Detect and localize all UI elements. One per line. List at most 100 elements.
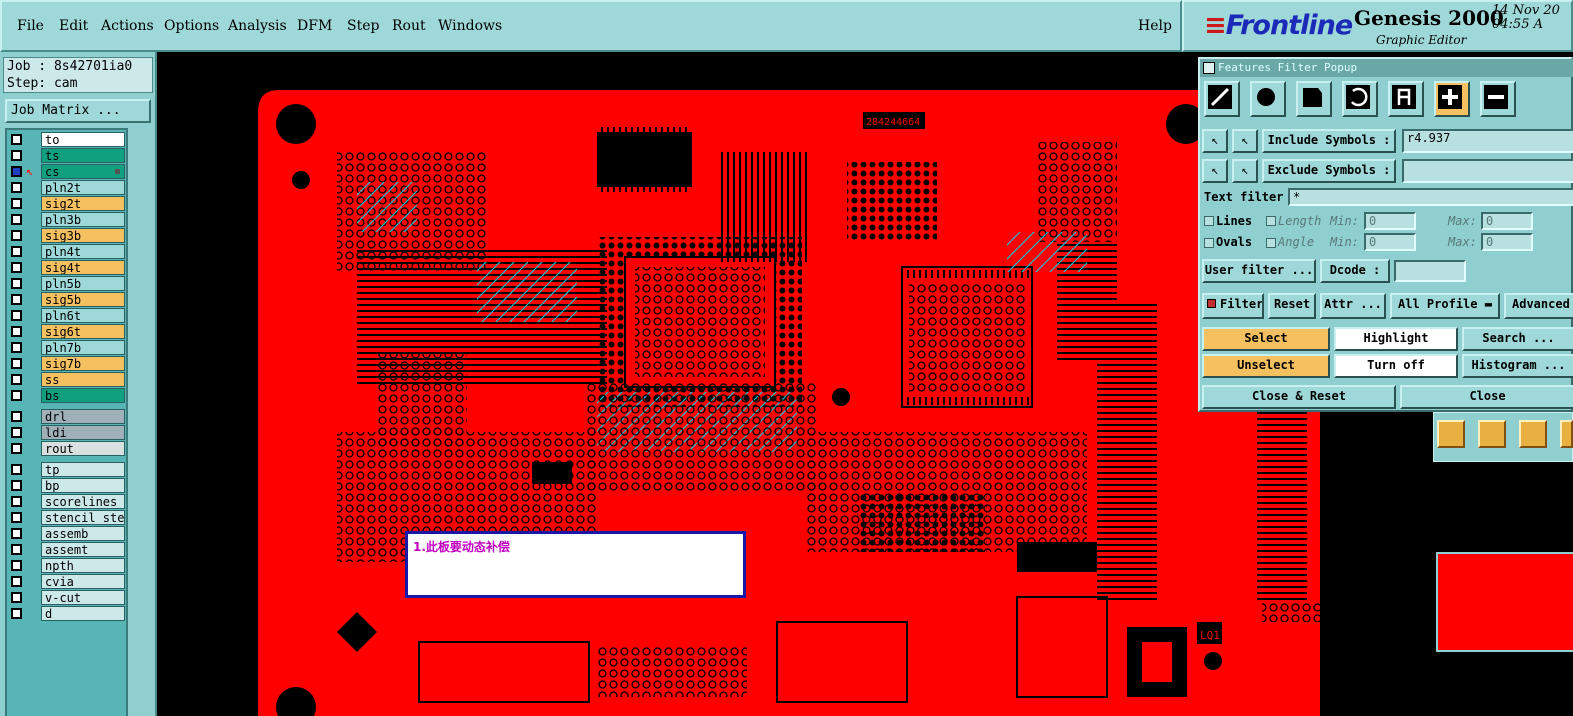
layer-label[interactable]: ss	[41, 372, 125, 387]
layer-checkbox[interactable]	[11, 134, 22, 145]
layer-label[interactable]: sig2t	[41, 196, 125, 211]
layer-checkbox[interactable]	[11, 294, 22, 305]
layer-checkbox[interactable]	[11, 512, 22, 523]
layer-label[interactable]: d	[41, 606, 125, 621]
layer-checkbox[interactable]	[11, 198, 22, 209]
close-button[interactable]: Close	[1400, 385, 1573, 409]
layer-checkbox[interactable]	[11, 592, 22, 603]
positive-polarity-button[interactable]	[1434, 81, 1470, 117]
layer-row[interactable]: assemb	[9, 526, 127, 541]
layer-row[interactable]: bp	[9, 478, 127, 493]
user-filter-button[interactable]: User filter ...	[1202, 259, 1316, 283]
pick-arrow-tool-icon[interactable]	[1478, 420, 1506, 448]
layer-checkbox[interactable]	[11, 464, 22, 475]
text-filter-field[interactable]: *	[1288, 188, 1573, 206]
menu-file[interactable]: File	[17, 18, 44, 34]
ovals-checkbox[interactable]	[1204, 238, 1214, 248]
layer-row[interactable]: pln5b	[9, 276, 127, 291]
attr-button[interactable]: Attr ...	[1320, 293, 1386, 319]
menu-step[interactable]: Step	[347, 18, 380, 34]
layer-row[interactable]: stencil_step	[9, 510, 127, 525]
layer-checkbox[interactable]	[11, 230, 22, 241]
menu-analysis[interactable]: Analysis	[228, 18, 287, 34]
reset-button[interactable]: Reset	[1268, 293, 1316, 319]
exclude-pick-all-button[interactable]: ↖	[1232, 159, 1258, 183]
histogram-button[interactable]: Histogram ...	[1462, 354, 1573, 378]
search-button[interactable]: Search ...	[1462, 327, 1573, 351]
layer-row[interactable]: v-cut	[9, 590, 127, 605]
layer-row[interactable]: tp	[9, 462, 127, 477]
layer-checkbox[interactable]	[11, 374, 22, 385]
layer-label[interactable]: v-cut	[41, 590, 125, 605]
layer-label[interactable]: sig4t	[41, 260, 125, 275]
length-max-field[interactable]: 0	[1481, 212, 1533, 230]
layer-checkbox[interactable]	[11, 150, 22, 161]
layer-label[interactable]: rout	[41, 441, 125, 456]
menu-options[interactable]: Options	[164, 18, 220, 34]
turn-off-button[interactable]: Turn off	[1334, 354, 1458, 378]
layer-label[interactable]: to	[41, 132, 125, 147]
layer-label[interactable]: pln3b	[41, 212, 125, 227]
menu-actions[interactable]: Actions	[101, 18, 154, 34]
layer-checkbox[interactable]	[11, 443, 22, 454]
layer-label[interactable]: assemt	[41, 542, 125, 557]
layer-label[interactable]: pln7b	[41, 340, 125, 355]
layer-row[interactable]: bs	[9, 388, 127, 403]
layer-checkbox[interactable]	[11, 278, 22, 289]
layer-label[interactable]: sig7b	[41, 356, 125, 371]
layer-row[interactable]: sig4t	[9, 260, 127, 275]
layer-label[interactable]: cvia	[41, 574, 125, 589]
layer-row[interactable]: pln3b	[9, 212, 127, 227]
layer-label[interactable]: tp	[41, 462, 125, 477]
graphic-canvas[interactable]: LQ1 284244664	[157, 52, 1333, 716]
layer-row[interactable]: pln7b	[9, 340, 127, 355]
layer-row[interactable]: ts	[9, 148, 127, 163]
layer-row[interactable]: sig6t	[9, 324, 127, 339]
include-symbols-field[interactable]: r4.937	[1402, 129, 1573, 153]
menu-help[interactable]: Help	[1138, 18, 1172, 34]
close-reset-button[interactable]: Close & Reset	[1202, 385, 1396, 409]
layer-checkbox[interactable]	[11, 480, 22, 491]
include-pick-button[interactable]: ↖	[1202, 129, 1228, 153]
surface-feature-button[interactable]	[1296, 81, 1332, 117]
arc-feature-button[interactable]	[1342, 81, 1378, 117]
layer-label[interactable]: bs	[41, 388, 125, 403]
layer-label[interactable]: npth	[41, 558, 125, 573]
layer-checkbox[interactable]	[11, 358, 22, 369]
layer-row[interactable]: sig2t	[9, 196, 127, 211]
layer-label[interactable]: drl	[41, 409, 125, 424]
layer-checkbox[interactable]	[11, 310, 22, 321]
layer-label[interactable]: pln2t	[41, 180, 125, 195]
layer-label[interactable]: assemb	[41, 526, 125, 541]
layer-row[interactable]: ldi	[9, 425, 127, 440]
layer-row[interactable]: ↖cs	[9, 164, 127, 179]
exclude-symbols-button[interactable]: Exclude Symbols :	[1262, 159, 1396, 183]
include-symbols-button[interactable]: Include Symbols :	[1262, 129, 1396, 153]
unselect-button[interactable]: Unselect	[1202, 354, 1330, 378]
layer-checkbox[interactable]	[11, 576, 22, 587]
length-min-field[interactable]: 0	[1364, 212, 1416, 230]
menu-windows[interactable]: Windows	[438, 18, 503, 34]
annotation-note[interactable]: 1.此板要动态补偿	[405, 531, 746, 598]
layer-row[interactable]: sig3b	[9, 228, 127, 243]
select-button[interactable]: Select	[1202, 327, 1330, 351]
angle-checkbox[interactable]	[1266, 238, 1276, 248]
advanced-button[interactable]: Advanced	[1504, 293, 1573, 319]
layer-row[interactable]: sig7b	[9, 356, 127, 371]
overview-panel[interactable]	[1436, 552, 1573, 652]
exclude-pick-button[interactable]: ↖	[1202, 159, 1228, 183]
negative-polarity-button[interactable]	[1480, 81, 1516, 117]
layer-label[interactable]: sig5b	[41, 292, 125, 307]
layer-row[interactable]: pln4t	[9, 244, 127, 259]
layer-checkbox[interactable]	[11, 182, 22, 193]
layer-checkbox[interactable]	[11, 246, 22, 257]
profile-select[interactable]: All Profile ▬	[1390, 293, 1500, 319]
layer-row[interactable]: rout	[9, 441, 127, 456]
text-feature-button[interactable]	[1388, 81, 1424, 117]
layer-row[interactable]: assemt	[9, 542, 127, 557]
rotate-arrow-tool-icon[interactable]	[1519, 420, 1547, 448]
menu-dfm[interactable]: DFM	[297, 18, 333, 34]
layer-checkbox[interactable]	[11, 528, 22, 539]
layer-row[interactable]: ss	[9, 372, 127, 387]
layer-row[interactable]: pln2t	[9, 180, 127, 195]
